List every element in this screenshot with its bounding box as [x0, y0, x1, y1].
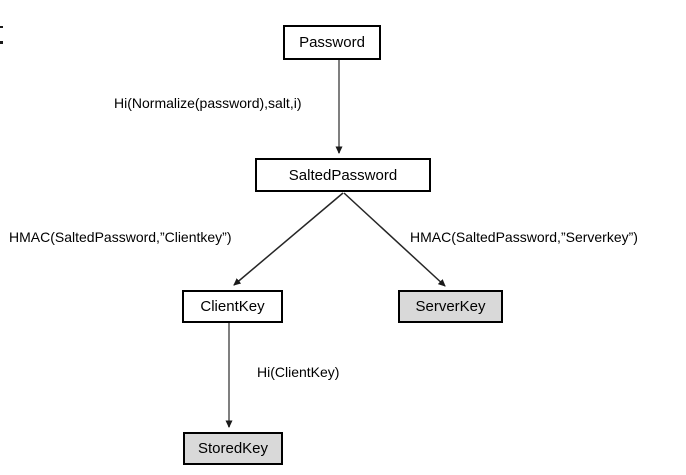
node-server-key: ServerKey	[398, 290, 503, 323]
node-stored-key: StoredKey	[183, 432, 283, 465]
edge-label-hmac-serverkey: HMAC(SaltedPassword,”Serverkey”)	[410, 229, 638, 245]
node-client-key: ClientKey	[182, 290, 283, 323]
edge-label-hi-normalize: Hi(Normalize(password),salt,i)	[114, 95, 302, 111]
node-salted-password: SaltedPassword	[255, 158, 431, 192]
edge-label-hi-clientkey: Hi(ClientKey)	[257, 364, 340, 380]
left-edge-crop-artifact	[0, 26, 3, 28]
arrow-saltedpassword-to-clientkey	[233, 192, 344, 286]
left-edge-crop-artifact	[0, 41, 3, 44]
node-password: Password	[283, 25, 381, 60]
edge-label-hmac-clientkey: HMAC(SaltedPassword,”Clientkey”)	[9, 229, 232, 245]
arrow-saltedpassword-to-serverkey	[343, 192, 446, 287]
